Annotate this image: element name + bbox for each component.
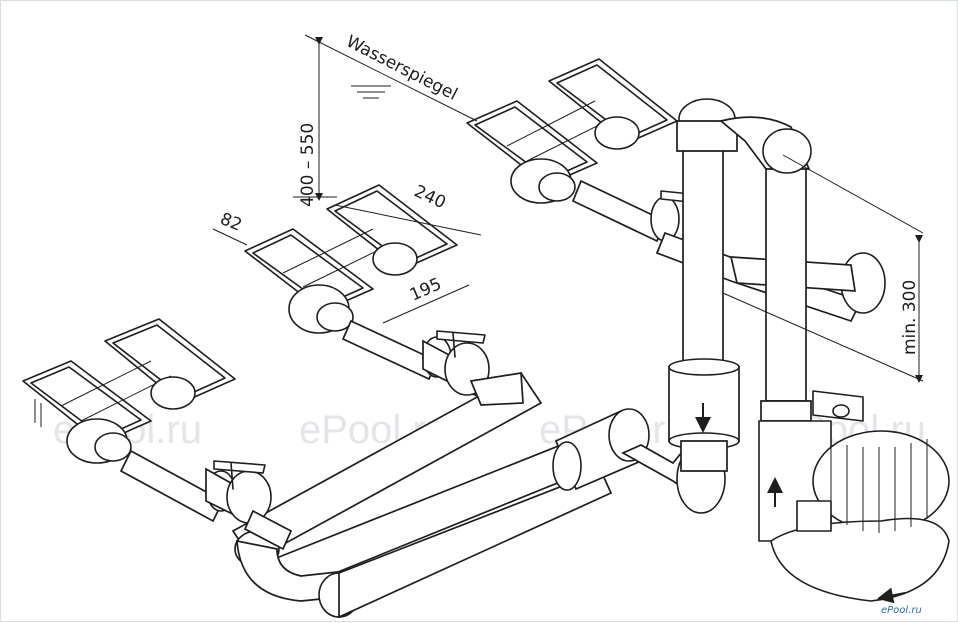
depth-range-label: 400 – 550: [298, 123, 318, 207]
riser-right: [719, 116, 812, 422]
skimmer-left-pipe: [119, 449, 293, 551]
skimmer-center-pipe: [341, 319, 524, 406]
skimmer-left: [22, 318, 236, 464]
skimmer-back: [466, 58, 678, 204]
width-240-label: 240: [411, 181, 449, 213]
water-level-label: Wasserspiegel: [343, 32, 461, 105]
depth-82-label: 82: [217, 209, 245, 236]
corner-logo: ePool.ru: [881, 605, 922, 616]
front-elbow: [234, 469, 613, 619]
spacing-195-label: 195: [407, 274, 445, 305]
skimmer-center: [244, 184, 458, 334]
riser-left: [668, 98, 740, 472]
min-height-label: min. 300: [900, 280, 920, 355]
dimension-lines: [212, 34, 924, 383]
pump: [758, 390, 950, 604]
skimmer-back-pipe: [571, 179, 886, 323]
